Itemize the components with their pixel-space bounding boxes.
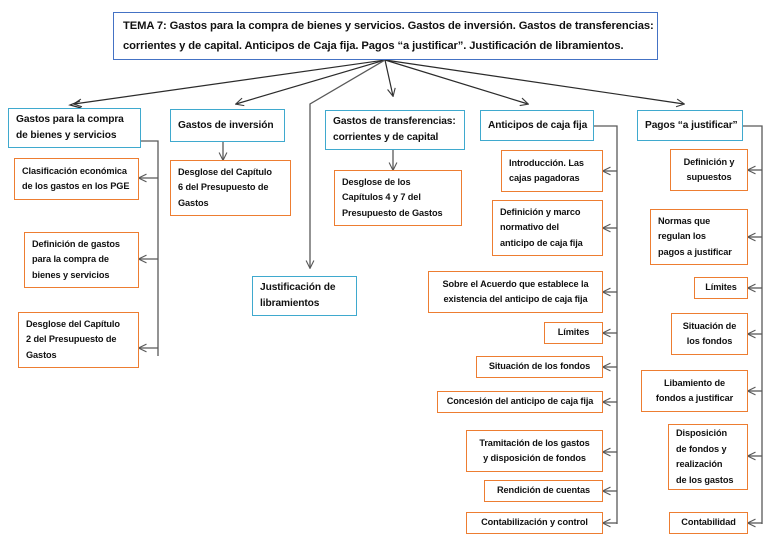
leaf-line: Desglose del Capítulo bbox=[178, 166, 272, 177]
leaf-line: Capítulos 4 y 7 del bbox=[342, 192, 421, 203]
leaf-contabilizacion-control[interactable]: Contabilización y control bbox=[466, 512, 603, 534]
leaf-line: Introducción. Las bbox=[509, 157, 584, 168]
leaf-line: Límites bbox=[705, 282, 737, 293]
leaf-concesion-anticipo[interactable]: Concesión del anticipo de caja fija bbox=[437, 391, 603, 413]
branch-header-line: Gastos de inversión bbox=[178, 119, 274, 131]
leaf-line: Gastos bbox=[178, 197, 209, 208]
leaf-line: regulan los bbox=[658, 231, 706, 242]
leaf-line: Presupuesto de Gastos bbox=[342, 207, 443, 218]
leaf-line: de los gastos en los PGE bbox=[22, 181, 130, 191]
title-line-1: TEMA 7: Gastos para la compra de bienes … bbox=[123, 20, 654, 32]
leaf-line: Desglose del Capítulo bbox=[26, 318, 120, 329]
leaf-desglose-capitulo-6[interactable]: Desglose del Capítulo 6 del Presupuesto … bbox=[170, 160, 291, 216]
leaf-tramitacion-gastos[interactable]: Tramitación de los gastos y disposición … bbox=[466, 430, 603, 472]
leaf-line: Sobre el Acuerdo que establece la bbox=[442, 278, 589, 289]
leaf-line: Libamiento de bbox=[664, 377, 725, 388]
leaf-situacion-fondos-paj[interactable]: Situación de los fondos bbox=[671, 313, 748, 355]
branch-header-gastos-compra[interactable]: Gastos para la compra de bienes y servic… bbox=[8, 108, 141, 148]
leaf-line: Situación de bbox=[682, 320, 737, 331]
leaf-line: Definición y bbox=[683, 156, 735, 167]
leaf-line: fondos a justificar bbox=[655, 393, 734, 403]
leaf-line: de los gastos bbox=[676, 474, 734, 485]
branch-header-pagos-a-justificar[interactable]: Pagos “a justificar” bbox=[637, 110, 743, 141]
title-box: TEMA 7: Gastos para la compra de bienes … bbox=[113, 12, 658, 60]
leaf-line: Gastos bbox=[26, 349, 57, 360]
leaf-line: 6 del Presupuesto de bbox=[178, 182, 269, 193]
leaf-line: existencia del anticipo de caja fija bbox=[443, 294, 588, 304]
leaf-line: Definición de gastos bbox=[32, 238, 120, 249]
leaf-line: realización bbox=[676, 459, 723, 469]
leaf-normas-regulan-pagos[interactable]: Normas que regulan los pagos a justifica… bbox=[650, 209, 748, 265]
leaf-line: Límites bbox=[557, 327, 590, 338]
leaf-line: cajas pagadoras bbox=[509, 173, 580, 183]
leaf-clasificacion-economica-gastos-pge[interactable]: Clasificación económica de los gastos en… bbox=[14, 158, 139, 200]
leaf-disposicion-fondos[interactable]: Disposición de fondos y realización de l… bbox=[668, 424, 748, 490]
leaf-line: Concesión del anticipo de caja fija bbox=[446, 396, 594, 407]
leaf-line: Contabilización y control bbox=[481, 517, 588, 528]
leaf-line: los fondos bbox=[686, 336, 733, 346]
leaf-desglose-capitulo-2[interactable]: Desglose del Capítulo 2 del Presupuesto … bbox=[18, 312, 139, 368]
node-line: libramientos bbox=[260, 298, 320, 309]
leaf-line: Definición y marco bbox=[500, 206, 581, 217]
leaf-line: Desglose de los bbox=[342, 176, 411, 187]
leaf-line: Tramitación de los gastos bbox=[479, 437, 590, 448]
branch-header-gastos-transferencias[interactable]: Gastos de transferencias: corrientes y d… bbox=[325, 110, 465, 150]
leaf-definicion-marco-normativo[interactable]: Definición y marco normativo del anticip… bbox=[492, 200, 603, 256]
leaf-sobre-el-acuerdo[interactable]: Sobre el Acuerdo que establece la existe… bbox=[428, 271, 603, 313]
leaf-limites-paj[interactable]: Límites bbox=[694, 277, 748, 299]
leaf-line: normativo del bbox=[500, 222, 559, 233]
leaf-line: Clasificación económica bbox=[22, 165, 127, 176]
branch-header-anticipos-caja-fija[interactable]: Anticipos de caja fija bbox=[480, 110, 594, 141]
title-line-2: corrientes y de capital. Anticipos de Ca… bbox=[123, 40, 624, 52]
leaf-line: 2 del Presupuesto de bbox=[26, 334, 117, 345]
leaf-line: pagos a justificar bbox=[658, 246, 732, 257]
leaf-line: Disposición bbox=[676, 428, 727, 438]
leaf-contabilidad[interactable]: Contabilidad bbox=[669, 512, 748, 534]
leaf-definicion-supuestos[interactable]: Definición y supuestos bbox=[670, 149, 748, 191]
leaf-line: bienes y servicios bbox=[32, 269, 110, 280]
node-justificacion-libramientos[interactable]: Justificación de libramientos bbox=[252, 276, 357, 316]
leaf-desglose-capitulos-4-7[interactable]: Desglose de los Capítulos 4 y 7 del Pres… bbox=[334, 170, 462, 226]
leaf-introduccion-cajas-pagadoras[interactable]: Introducción. Las cajas pagadoras bbox=[501, 150, 603, 192]
branch-header-line: Pagos “a justificar” bbox=[645, 119, 738, 131]
leaf-line: Contabilidad bbox=[681, 517, 736, 528]
leaf-situacion-fondos-acf[interactable]: Situación de los fondos bbox=[476, 356, 603, 378]
leaf-line: de fondos y bbox=[676, 443, 727, 454]
leaf-rendicion-cuentas[interactable]: Rendición de cuentas bbox=[484, 480, 603, 502]
branch-header-gastos-inversion[interactable]: Gastos de inversión bbox=[170, 109, 285, 142]
branch-header-line: corrientes y de capital bbox=[333, 132, 439, 143]
leaf-line: Normas que bbox=[658, 215, 711, 226]
branch-header-line: Anticipos de caja fija bbox=[488, 119, 588, 131]
leaf-line: supuestos bbox=[686, 172, 732, 182]
leaf-line: anticipo de caja fija bbox=[500, 237, 583, 248]
branch-header-line: Gastos para la compra bbox=[16, 114, 124, 125]
leaf-libramiento-fondos[interactable]: Libamiento de fondos a justificar bbox=[641, 370, 748, 412]
leaf-definicion-gastos-compra[interactable]: Definición de gastos para la compra de b… bbox=[24, 232, 139, 288]
branch-header-line: de bienes y servicios bbox=[16, 130, 117, 141]
leaf-line: para la compra de bbox=[32, 254, 109, 265]
node-line: Justificación de bbox=[260, 282, 336, 293]
leaf-limites-acf[interactable]: Límites bbox=[544, 322, 603, 344]
branch-header-line: Gastos de transferencias: bbox=[333, 116, 456, 127]
leaf-line: Situación de los fondos bbox=[488, 361, 591, 372]
leaf-line: y disposición de fondos bbox=[483, 453, 586, 463]
leaf-line: Rendición de cuentas bbox=[497, 485, 590, 496]
